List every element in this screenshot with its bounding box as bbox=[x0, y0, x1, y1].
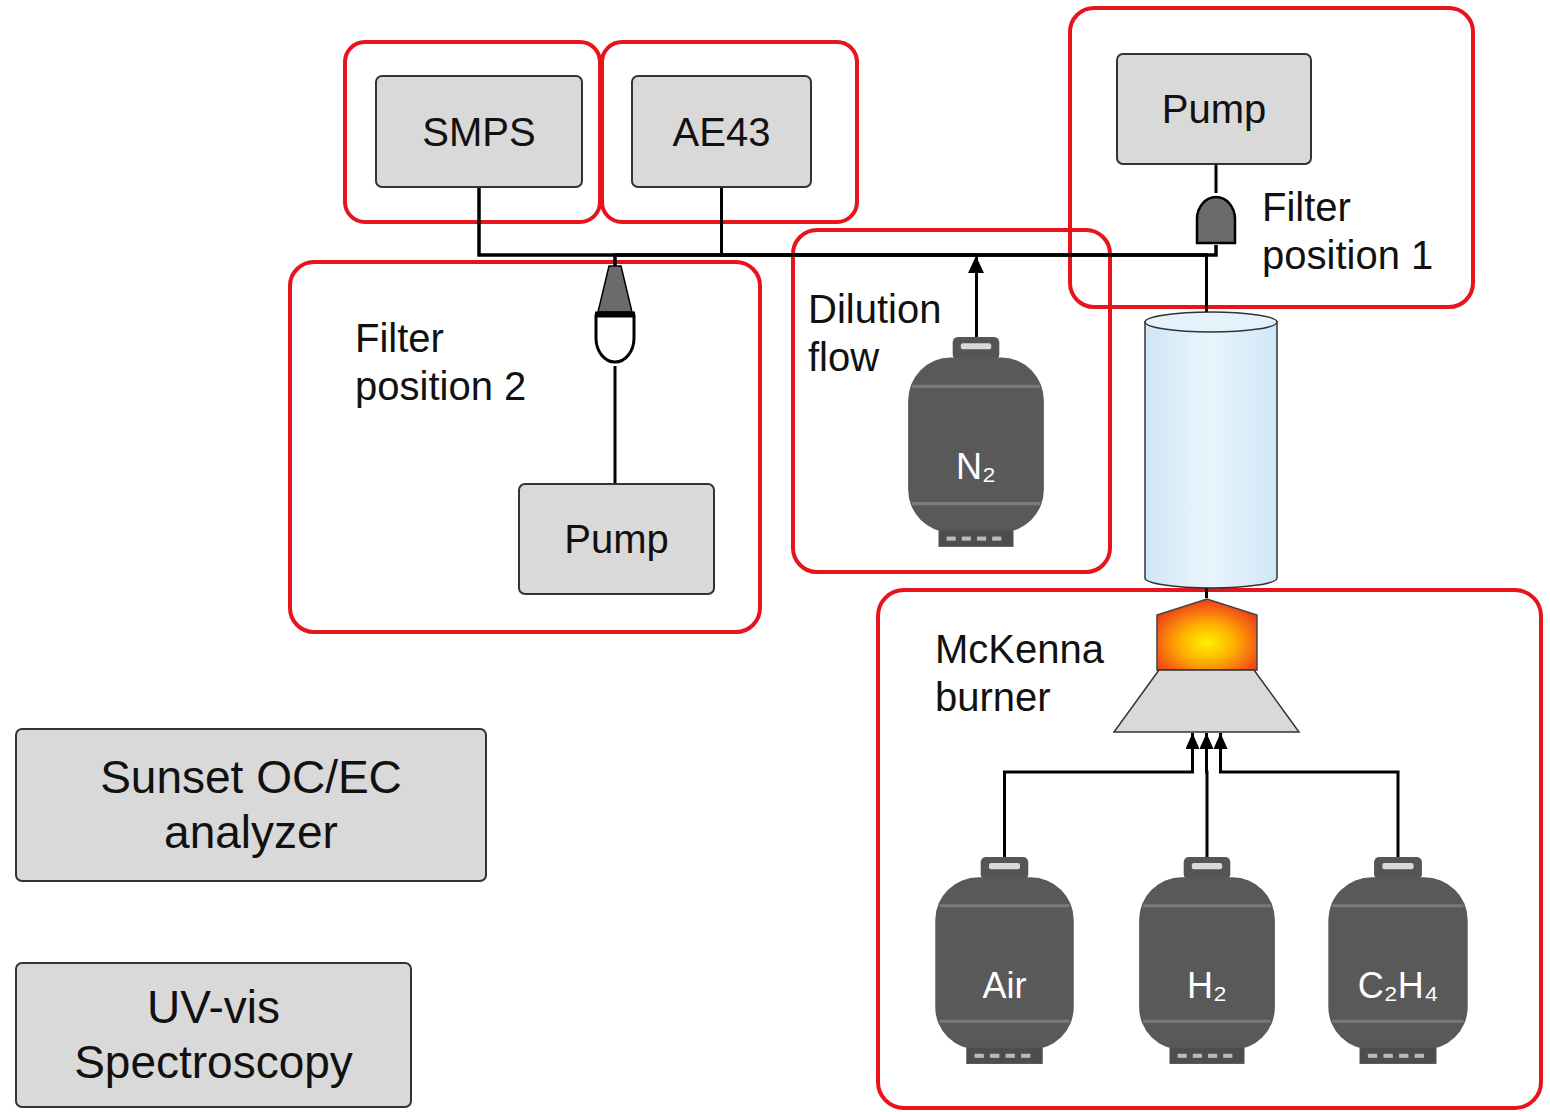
box-label: SMPS bbox=[389, 108, 569, 156]
burner-shape bbox=[1113, 598, 1300, 733]
gas-cylinder-shape bbox=[900, 337, 1052, 553]
chimney-tube bbox=[1145, 312, 1277, 588]
part-label: Filter position 1 bbox=[1262, 183, 1474, 279]
group-outline bbox=[1070, 8, 1473, 307]
instrument-box: Sunset OC/EC analyzer bbox=[15, 728, 487, 882]
part-label: McKenna burner bbox=[935, 625, 1120, 721]
dilution-arrowhead bbox=[968, 256, 984, 273]
gas-cylinder: N₂ bbox=[900, 337, 1052, 553]
gas-label: H₂ bbox=[1131, 964, 1283, 1007]
filter-holder: Filter position 1 bbox=[1193, 193, 1239, 245]
flow-label: Dilution flow bbox=[808, 285, 973, 381]
instrument-box: AE43 bbox=[631, 75, 812, 188]
box-label: Pump bbox=[532, 515, 701, 563]
group-outline bbox=[290, 262, 760, 632]
gas-cylinder-shape bbox=[1320, 857, 1476, 1070]
box-label: UV-vis Spectroscopy bbox=[29, 980, 398, 1090]
connector bbox=[614, 366, 617, 483]
instrument-box: SMPS bbox=[375, 75, 583, 188]
connector bbox=[1205, 733, 1209, 857]
gas-label: Air bbox=[927, 964, 1082, 1007]
filter-holder-shape bbox=[1193, 193, 1239, 245]
pump-box: Pump bbox=[1116, 53, 1312, 165]
pump-box: Pump bbox=[518, 483, 715, 595]
gas-label: N₂ bbox=[900, 445, 1052, 488]
gas-cylinder-shape bbox=[927, 857, 1082, 1070]
connector bbox=[479, 188, 1207, 598]
connector bbox=[1215, 165, 1218, 193]
box-label: Sunset OC/EC analyzer bbox=[29, 750, 473, 860]
filter-holder: Filter position 2 bbox=[590, 266, 640, 366]
burner: McKenna burner bbox=[1113, 598, 1300, 733]
gas-cylinder: H₂ bbox=[1131, 857, 1283, 1070]
part-label: Filter position 2 bbox=[355, 314, 585, 410]
instrument-box: UV-vis Spectroscopy bbox=[15, 962, 412, 1108]
gas-cylinder-shape bbox=[1131, 857, 1283, 1070]
gas-label: C₂H₄ bbox=[1320, 964, 1476, 1007]
gas-cylinder: C₂H₄ bbox=[1320, 857, 1476, 1070]
connector bbox=[1221, 733, 1399, 857]
box-label: AE43 bbox=[645, 108, 798, 156]
group-outline bbox=[793, 230, 1110, 572]
box-label: Pump bbox=[1130, 85, 1298, 133]
connector bbox=[722, 188, 1207, 598]
group-outline bbox=[602, 42, 857, 222]
connector bbox=[1005, 733, 1193, 857]
filter-holder-shape bbox=[590, 266, 640, 366]
group-outline bbox=[878, 590, 1541, 1108]
gas-cylinder: Air bbox=[927, 857, 1082, 1070]
group-outline bbox=[345, 42, 600, 222]
